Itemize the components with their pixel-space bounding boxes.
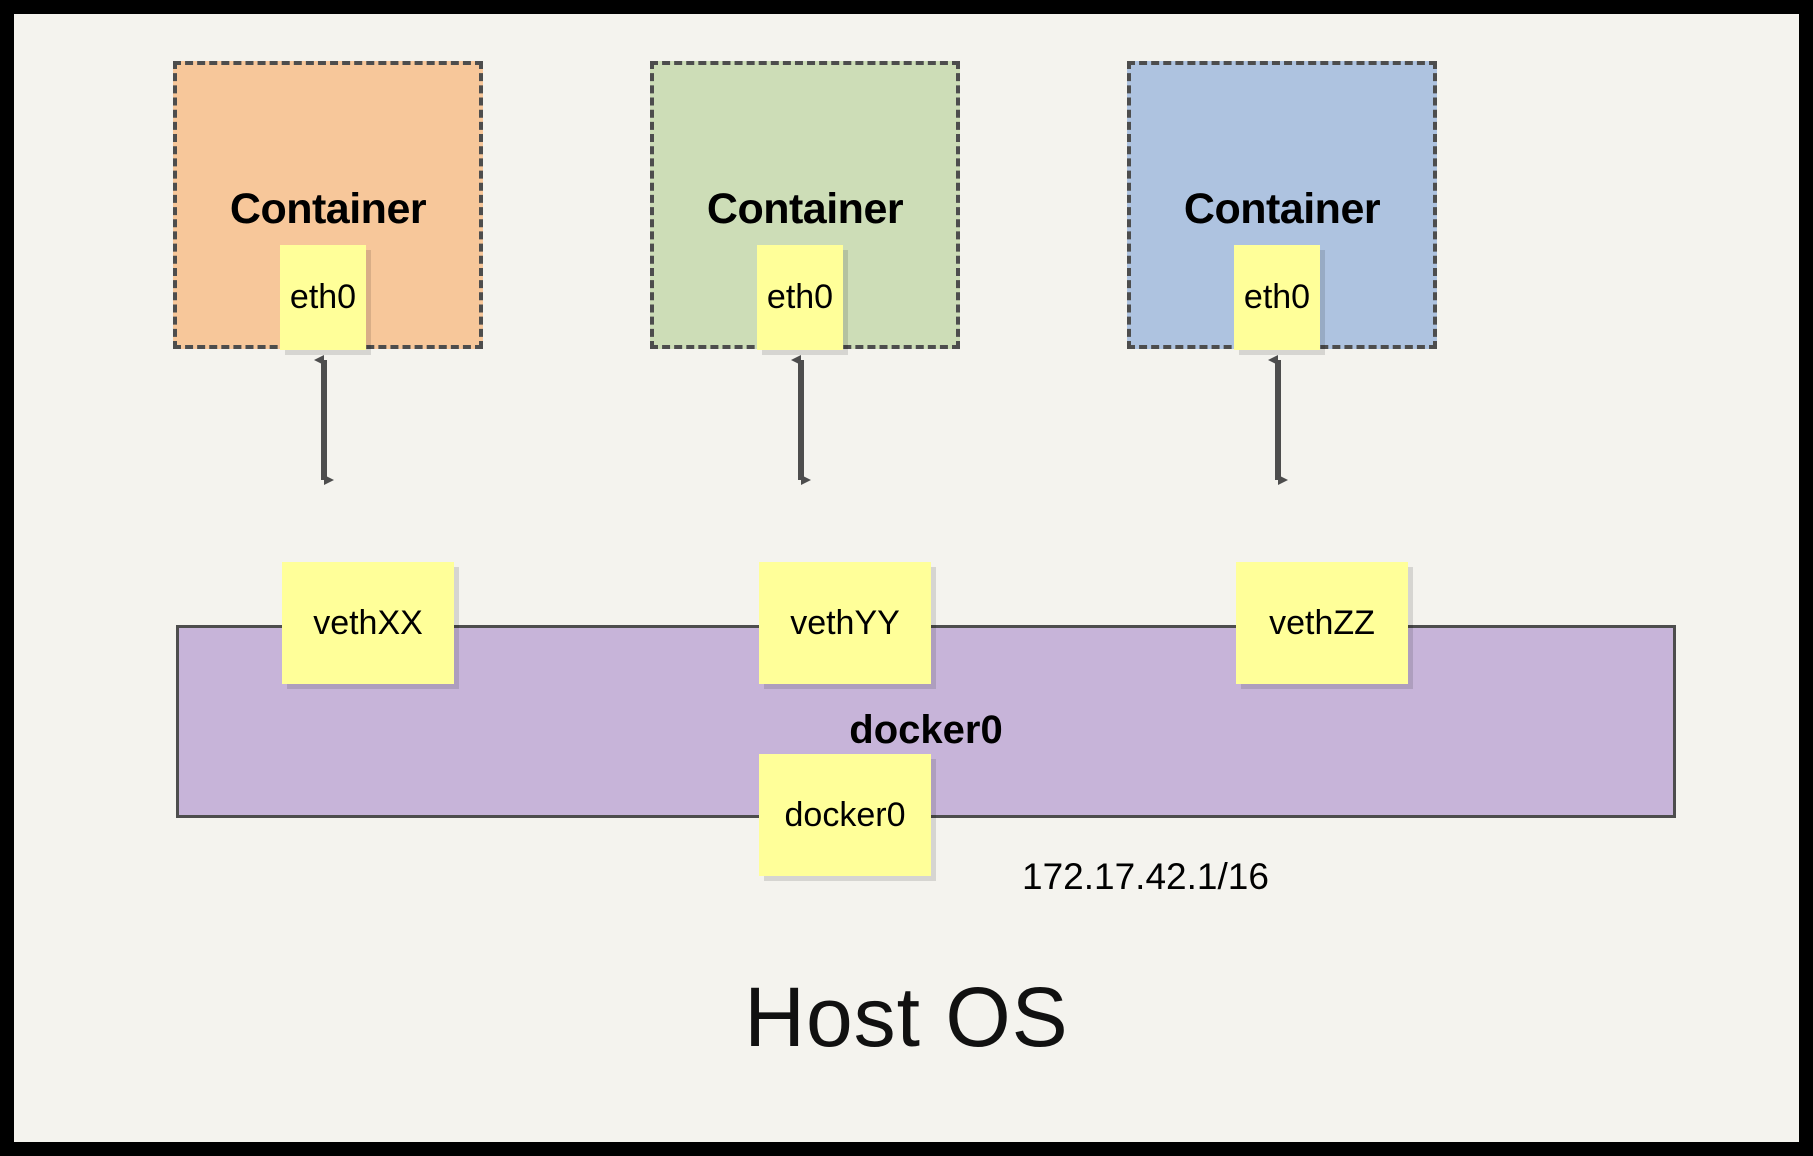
container-title-3: Container [1183, 185, 1381, 233]
veth-box-3[interactable]: vethZZ [1236, 562, 1408, 684]
container-eth0-label-3: eth0 [1243, 278, 1311, 316]
docker0-bridge-label: docker0 [849, 708, 1003, 752]
connector-eth0-vethYY [791, 355, 811, 485]
container-eth0-label-2: eth0 [766, 278, 834, 316]
docker0-host-interface-label: docker0 [784, 795, 906, 834]
docker0-host-interface-box[interactable]: docker0 [759, 754, 931, 876]
container-eth0-box-1[interactable]: eth0 [280, 245, 366, 350]
docker0-ip-address: 172.17.42.1/16 [1022, 856, 1269, 897]
container-eth0-label-1: eth0 [289, 278, 357, 316]
veth-box-2[interactable]: vethYY [759, 562, 931, 684]
container-eth0-box-3[interactable]: eth0 [1234, 245, 1320, 350]
container-title-2: Container [706, 185, 904, 233]
veth-box-1[interactable]: vethXX [282, 562, 454, 684]
veth-label-1: vethXX [313, 603, 423, 642]
veth-label-3: vethZZ [1269, 603, 1375, 642]
veth-label-2: vethYY [790, 603, 900, 642]
host-os-label: Host OS [744, 970, 1069, 1064]
connector-eth0-vethZZ [1268, 355, 1288, 485]
connector-eth0-vethXX [314, 355, 334, 485]
container-eth0-box-2[interactable]: eth0 [757, 245, 843, 350]
container-title-1: Container [229, 185, 427, 233]
